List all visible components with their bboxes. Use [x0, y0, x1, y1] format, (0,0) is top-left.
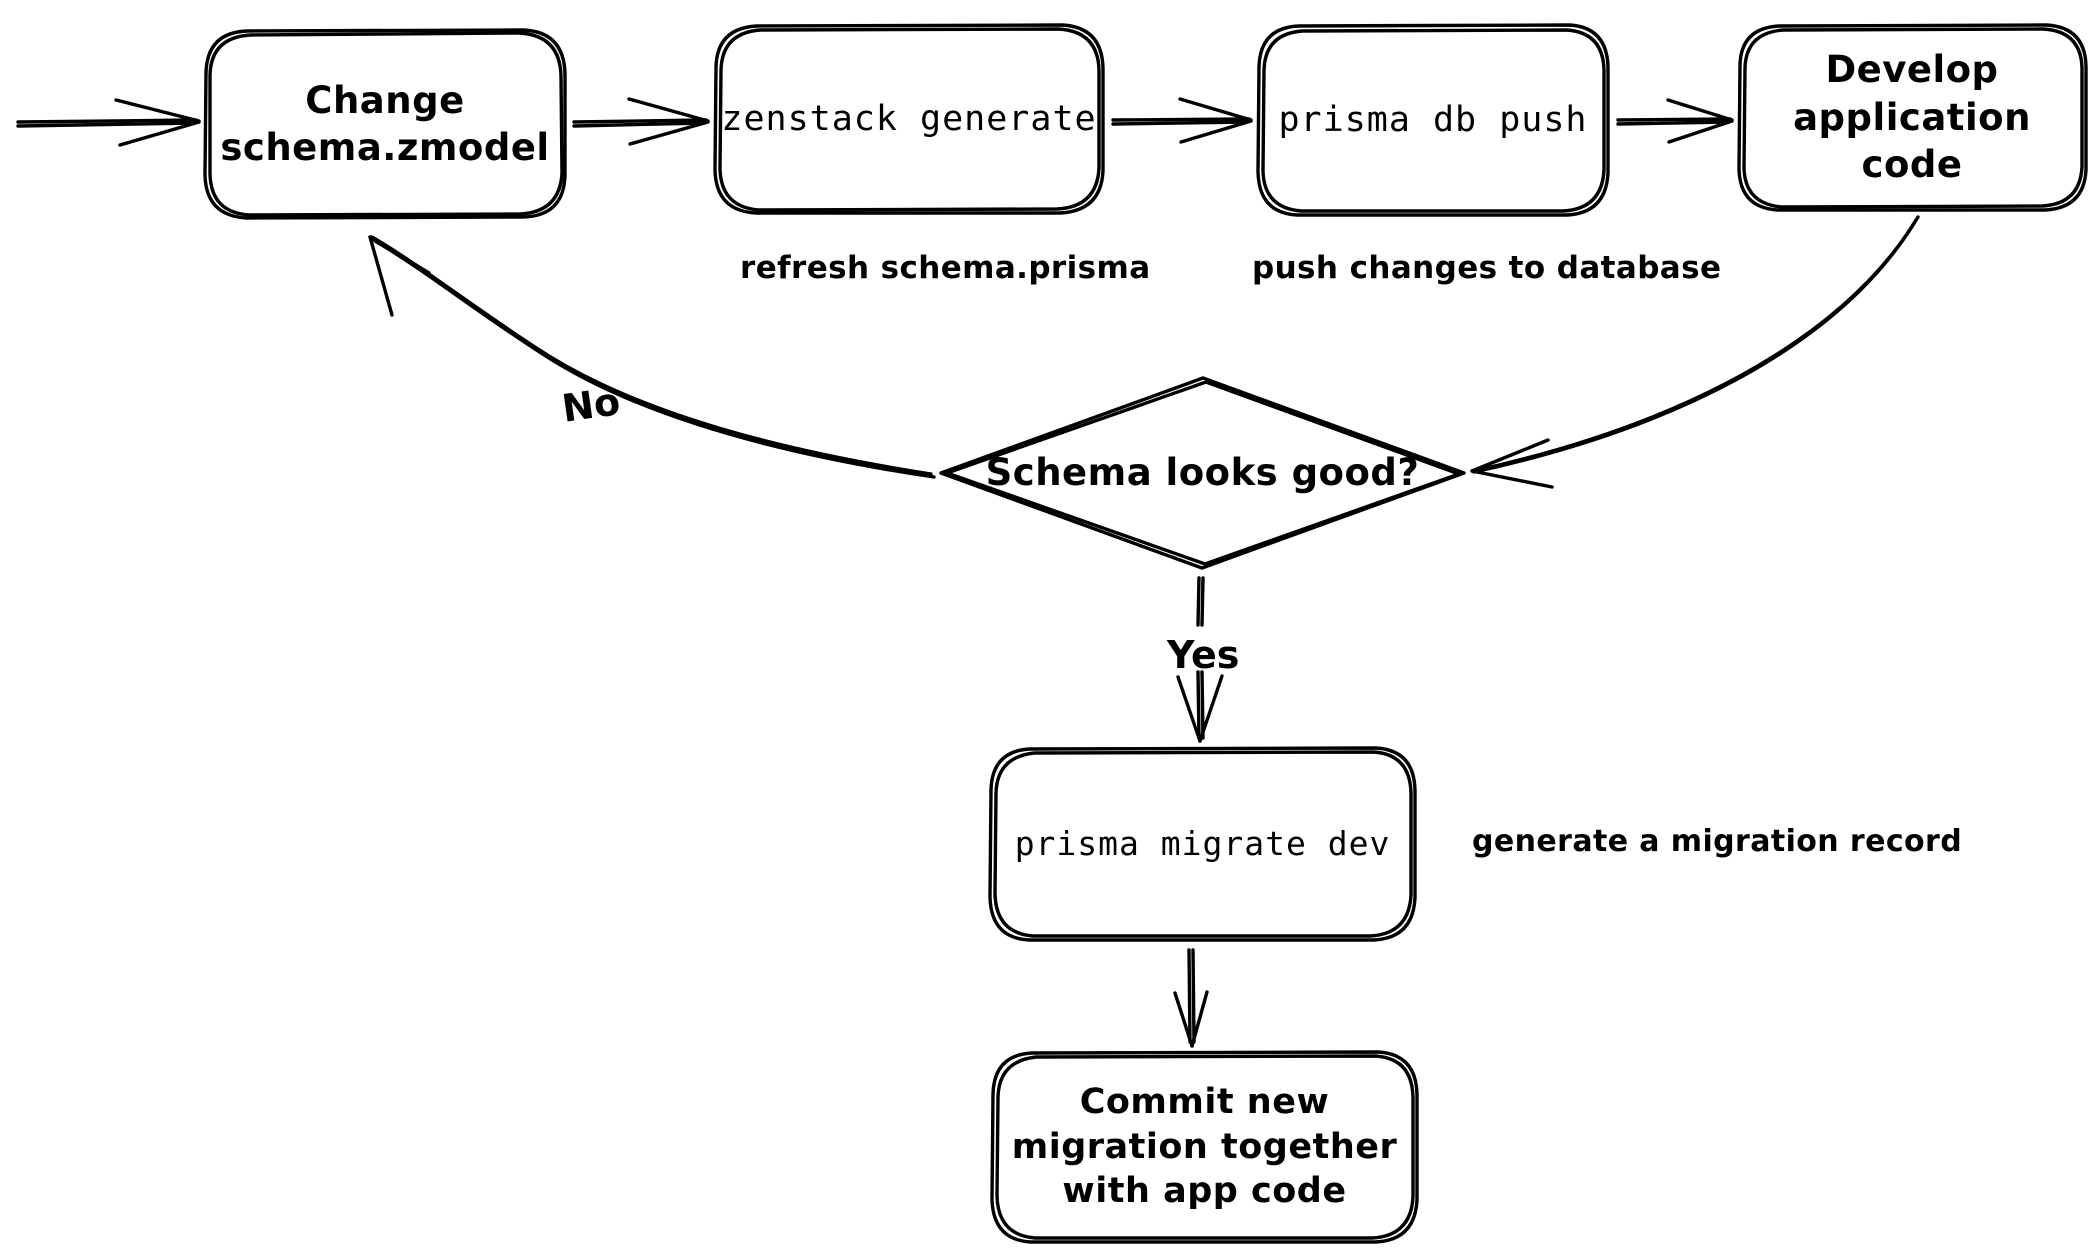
- caption-generate-migration: generate a migration record: [1472, 824, 1963, 859]
- edge-zenstack-generate-to-prisma-db-push: [1111, 97, 1253, 144]
- node-zenstack-generate[interactable]: [715, 25, 1103, 213]
- edge-prisma-migrate-dev-to-commit: [1173, 948, 1209, 1048]
- caption-refresh-schema: refresh schema.prisma: [740, 250, 1151, 286]
- edge-prisma-db-push-to-develop-app-code: [1616, 98, 1734, 144]
- node-change-schema[interactable]: [205, 30, 565, 218]
- edge-schema-looks-good-to-change-schema: [368, 235, 936, 479]
- edge-change-schema-to-zenstack-generate: [572, 97, 710, 146]
- node-prisma-migrate-dev[interactable]: [990, 748, 1415, 940]
- node-commit-new-migration[interactable]: [992, 1052, 1417, 1242]
- edge-develop-app-code-to-schema-looks-good: [1470, 215, 1920, 489]
- node-prisma-db-push[interactable]: [1258, 25, 1608, 215]
- edge-label-no: No: [559, 379, 623, 431]
- caption-push-changes: push changes to database: [1252, 250, 1722, 286]
- node-develop-app-code[interactable]: [1738, 25, 2086, 210]
- edge-schema-looks-good-to-prisma-migrate-dev: [1176, 576, 1224, 743]
- edge-entry-to-change-schema: [16, 98, 201, 147]
- edge-label-yes: Yes: [1167, 633, 1240, 677]
- node-schema-looks-good[interactable]: [940, 378, 1465, 568]
